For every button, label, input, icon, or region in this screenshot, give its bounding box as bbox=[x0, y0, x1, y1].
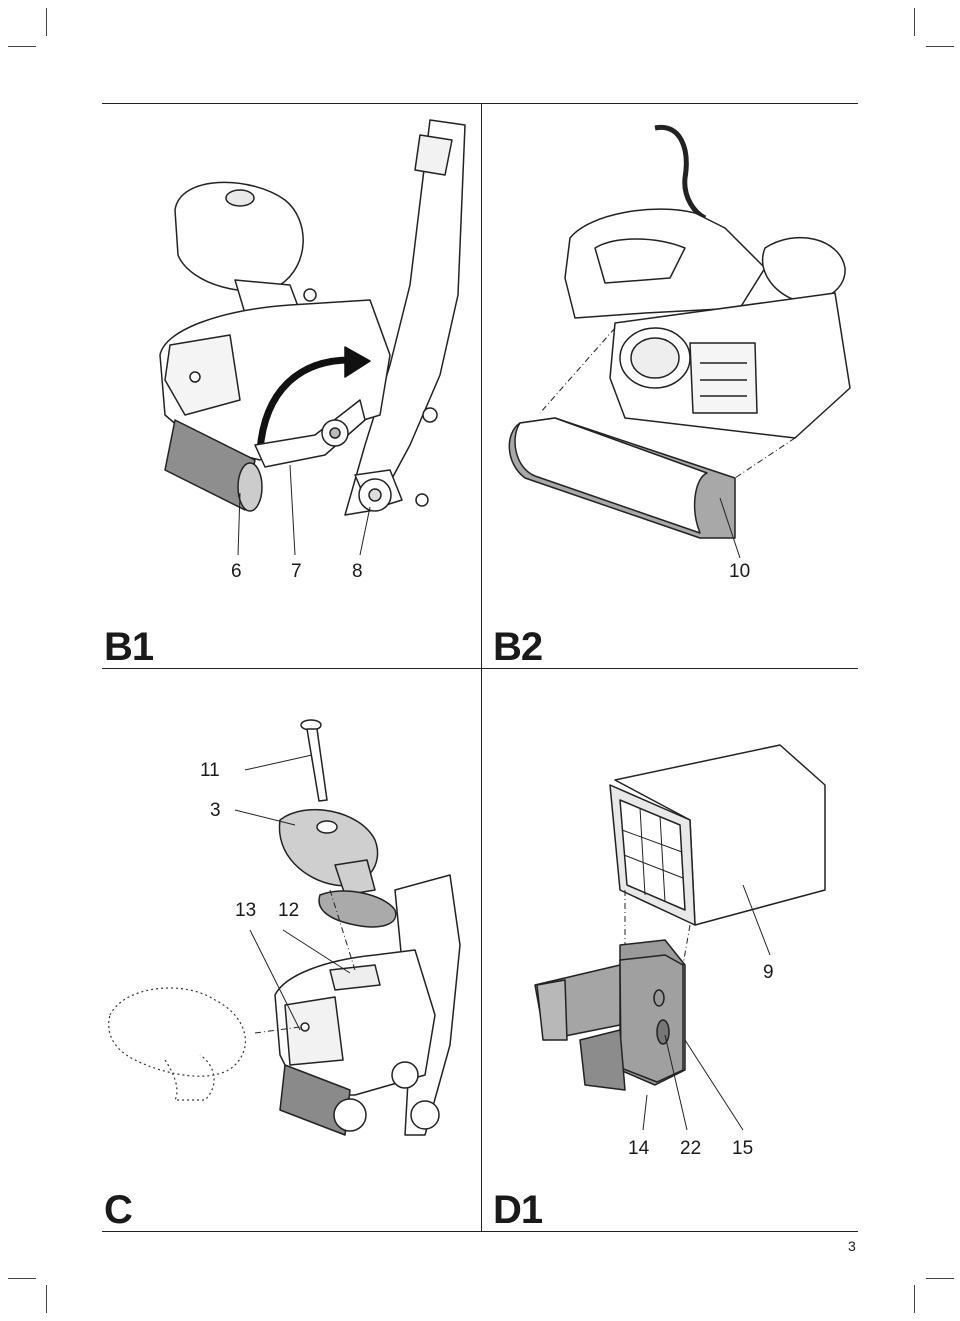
callout-9: 9 bbox=[763, 962, 774, 983]
callout-22: 22 bbox=[680, 1138, 702, 1159]
callout-3: 3 bbox=[210, 800, 221, 821]
panel-label-b1: B1 bbox=[104, 625, 154, 669]
callout-11: 11 bbox=[200, 760, 220, 781]
crop-mark-bl-v bbox=[46, 1285, 47, 1313]
crop-mark-tr-v bbox=[914, 8, 915, 36]
callout-15: 15 bbox=[732, 1138, 754, 1159]
crop-mark-bl-h bbox=[8, 1278, 36, 1279]
callout-7: 7 bbox=[291, 561, 302, 582]
panel-label-b2: B2 bbox=[493, 625, 543, 669]
dust-box-filter-illustration bbox=[525, 740, 835, 1160]
bottom-rule bbox=[102, 1231, 858, 1232]
center-divider bbox=[481, 103, 482, 1231]
crop-mark-tr-h bbox=[926, 46, 954, 47]
panel-label-c: C bbox=[104, 1188, 133, 1232]
sanding-belt-fitting-illustration bbox=[495, 118, 855, 548]
callout-6: 6 bbox=[231, 561, 242, 582]
middle-rule bbox=[102, 668, 858, 669]
callout-12: 12 bbox=[278, 900, 300, 921]
front-knob-assembly-illustration bbox=[105, 715, 470, 1145]
top-rule bbox=[102, 103, 858, 104]
page-number: 3 bbox=[848, 1238, 856, 1254]
crop-mark-br-h bbox=[926, 1278, 954, 1279]
crop-mark-tl-h bbox=[8, 46, 36, 47]
callout-10: 10 bbox=[729, 561, 751, 582]
callout-13: 13 bbox=[235, 900, 257, 921]
crop-mark-br-v bbox=[914, 1285, 915, 1313]
callout-8: 8 bbox=[352, 561, 363, 582]
panel-label-d1: D1 bbox=[493, 1188, 543, 1232]
crop-mark-tl-v bbox=[46, 8, 47, 36]
belt-sander-tracking-illustration bbox=[140, 115, 470, 535]
callout-14: 14 bbox=[628, 1138, 650, 1159]
